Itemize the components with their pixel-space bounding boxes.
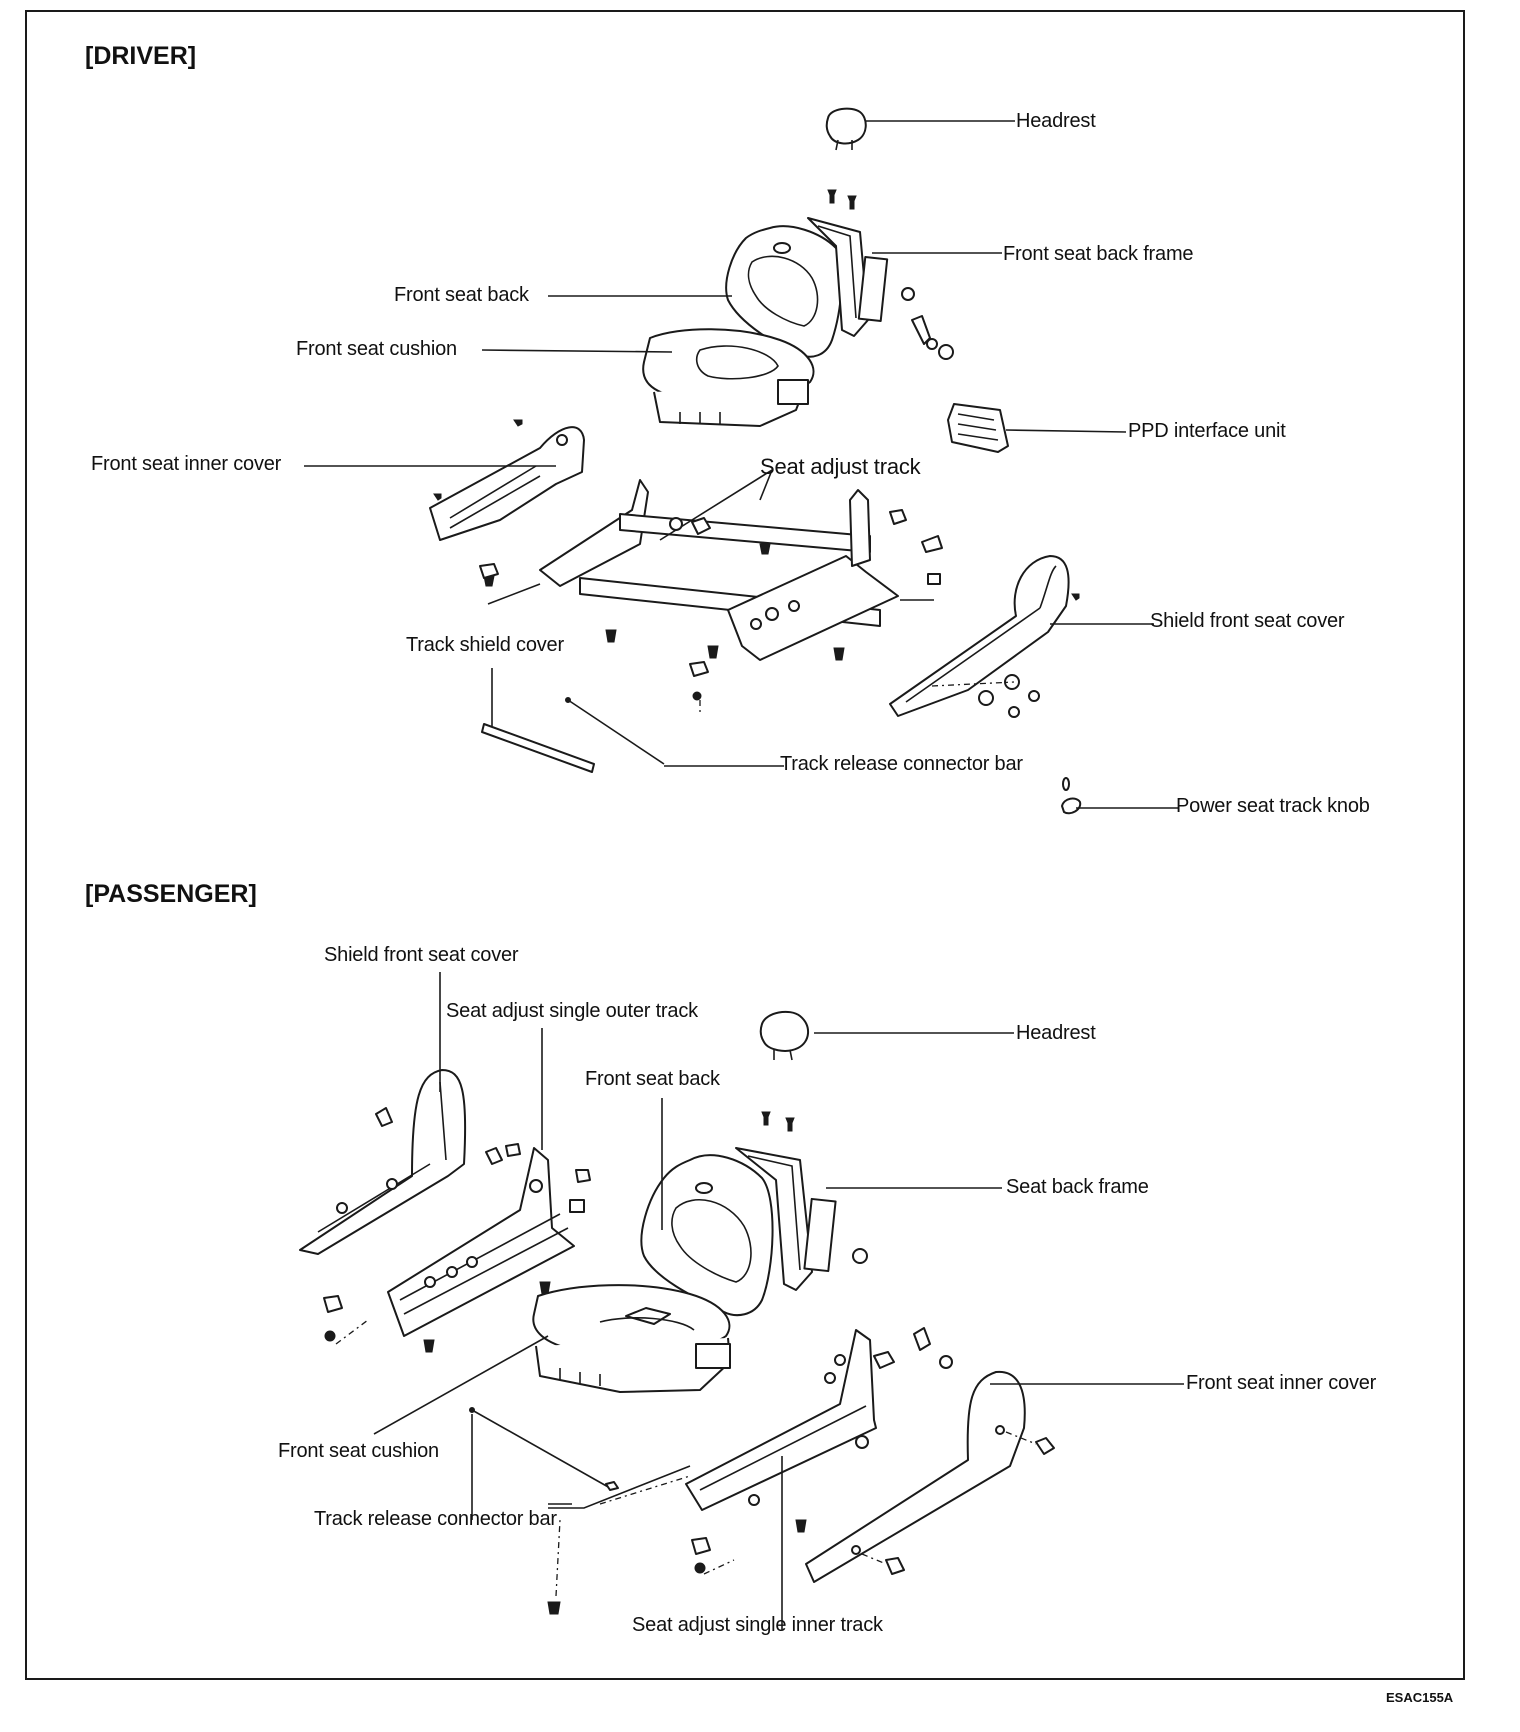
label-driver-front-seat-cushion: Front seat cushion: [296, 338, 457, 360]
driver-ppd-unit-part: [947, 403, 1127, 453]
passenger-inner-track-part: [547, 1327, 953, 1630]
label-passenger-front-seat-cushion: Front seat cushion: [278, 1440, 439, 1462]
driver-headrest-guides: [827, 189, 857, 210]
passenger-outer-track-part: [323, 1028, 591, 1353]
driver-inner-cover-part: [304, 419, 585, 541]
label-driver-seat-adjust-track: Seat adjust track: [760, 454, 921, 479]
passenger-seat-cushion-part: [373, 1284, 731, 1435]
driver-track-shield-cover-part: [481, 668, 595, 773]
passenger-seat-back-part: [640, 1098, 774, 1317]
diagram-frame: [25, 10, 1465, 1680]
label-driver-track-shield-cover: Track shield cover: [406, 634, 564, 656]
passenger-shield-cover-part: [299, 972, 467, 1255]
label-passenger-front-seat-inner-cover: Front seat inner cover: [1186, 1372, 1377, 1394]
label-driver-front-seat-back: Front seat back: [394, 284, 529, 306]
driver-headrest-part: [825, 107, 1015, 151]
passenger-headrest-part: [759, 1010, 1014, 1061]
label-driver-front-seat-back-frame: Front seat back frame: [1003, 243, 1194, 265]
driver-track-bolts: [479, 543, 941, 716]
driver-seat-back-frame-part: [807, 217, 1002, 337]
passenger-inner-cover-part: [805, 1370, 1184, 1583]
label-driver-headrest: Headrest: [1016, 110, 1096, 132]
section-title-driver: [DRIVER]: [85, 42, 197, 70]
figure-code: ESAC155A: [1386, 1690, 1454, 1705]
label-passenger-seat-adjust-single-outer-track: Seat adjust single outer track: [446, 1000, 698, 1022]
label-passenger-headrest: Headrest: [1016, 1022, 1096, 1044]
label-driver-power-seat-track-knob: Power seat track knob: [1176, 795, 1370, 817]
label-driver-track-release-connector-bar: Track release connector bar: [780, 753, 1023, 775]
label-driver-ppd-interface-unit: PPD interface unit: [1128, 420, 1286, 442]
passenger-seat-back-frame-part: [735, 1147, 1002, 1291]
passenger-assembly: [299, 972, 1184, 1630]
driver-power-knob-part: [1061, 777, 1178, 815]
label-driver-front-seat-inner-cover: Front seat inner cover: [91, 453, 282, 475]
driver-frame-hardware: [901, 287, 954, 360]
label-passenger-seat-back-frame: Seat back frame: [1006, 1176, 1149, 1198]
driver-assembly: [304, 107, 1178, 815]
driver-shield-cover-part: [889, 555, 1154, 718]
section-title-passenger: [PASSENGER]: [85, 880, 257, 908]
passenger-headrest-guides: [761, 1111, 795, 1132]
label-passenger-track-release-connector-bar: Track release connector bar: [314, 1508, 557, 1530]
passenger-track-release-bar-part: [469, 1407, 691, 1520]
driver-seat-cushion-part: [481, 295, 815, 427]
driver-track-release-bar-part: [565, 697, 784, 767]
label-passenger-shield-front-seat-cover: Shield front seat cover: [324, 944, 519, 966]
label-passenger-seat-adjust-single-inner-track: Seat adjust single inner track: [632, 1614, 883, 1636]
driver-seat-adjust-track-part: [539, 469, 943, 661]
label-passenger-front-seat-back: Front seat back: [585, 1068, 720, 1090]
label-driver-shield-front-seat-cover: Shield front seat cover: [1150, 610, 1345, 632]
